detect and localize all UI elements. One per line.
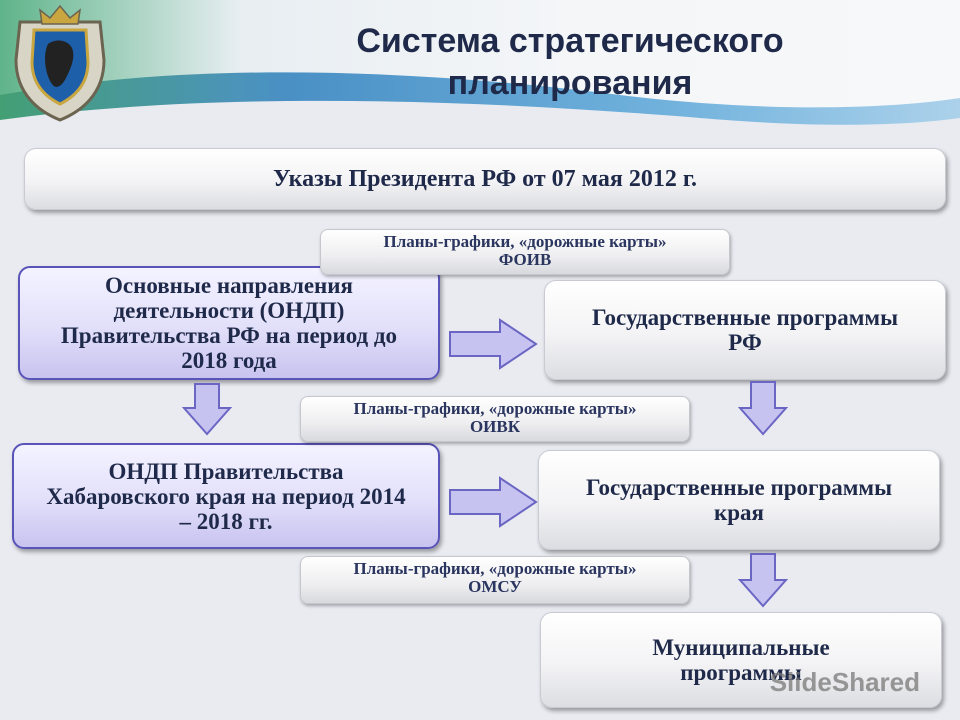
gov-programs-rf-label: Государственные программы РФ	[591, 305, 899, 355]
header-banner: Система стратегического планирования	[0, 0, 960, 150]
arrow-down-icon	[738, 553, 788, 608]
ondp-rf-label: Основные направления деятельности (ОНДП)…	[60, 273, 398, 373]
decrees-box: Указы Президента РФ от 07 мая 2012 г.	[24, 148, 946, 210]
watermark: SlideShared	[769, 667, 920, 697]
title-line-1: Система стратегического	[356, 22, 784, 60]
ondp-region-box: ОНДП Правительства Хабаровского края на …	[12, 443, 440, 549]
municipal-programs-label: Муниципальные программы	[652, 635, 830, 685]
roadmap-omsu-label: Планы-графики, «дорожные карты» ОМСУ	[353, 559, 637, 596]
roadmap-oivk-label: Планы-графики, «дорожные карты» ОИВК	[353, 399, 637, 436]
gov-programs-region-box: Государственные программы края	[538, 450, 940, 550]
ondp-region-label: ОНДП Правительства Хабаровского края на …	[46, 458, 406, 534]
arrow-down-icon	[738, 381, 788, 436]
roadmap-foiv-pill: Планы-графики, «дорожные карты» ФОИВ	[320, 229, 730, 275]
roadmap-oivk-pill: Планы-графики, «дорожные карты» ОИВК	[300, 396, 690, 442]
roadmap-omsu-pill: Планы-графики, «дорожные карты» ОМСУ	[300, 556, 690, 604]
decrees-label: Указы Президента РФ от 07 мая 2012 г.	[272, 165, 698, 192]
gov-programs-region-label: Государственные программы края	[585, 475, 893, 525]
ondp-rf-box: Основные направления деятельности (ОНДП)…	[18, 266, 440, 380]
title-line-2: планирования	[447, 64, 693, 102]
arrow-down-icon	[182, 383, 232, 436]
gov-programs-rf-box: Государственные программы РФ	[544, 280, 946, 380]
municipal-programs-box: Муниципальные программы	[540, 612, 942, 708]
roadmap-foiv-label: Планы-графики, «дорожные карты» ФОИВ	[383, 232, 667, 269]
arrow-right-icon	[449, 318, 538, 370]
arrow-right-icon	[449, 476, 538, 528]
coat-of-arms-icon	[14, 4, 106, 122]
header-background	[0, 0, 960, 150]
page-title: Система стратегического планирования	[290, 20, 850, 104]
